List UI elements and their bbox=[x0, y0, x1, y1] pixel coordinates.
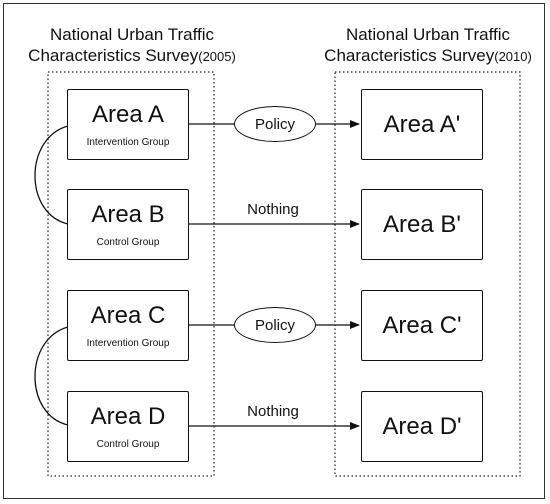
box-area-b: Area B Control Group bbox=[67, 189, 189, 260]
box-area-d-prime-name: Area D' bbox=[382, 412, 462, 440]
box-area-c-prime-name: Area C' bbox=[382, 311, 462, 339]
box-area-b-prime-name: Area B' bbox=[383, 210, 461, 238]
box-area-b-prime: Area B' bbox=[361, 189, 483, 260]
box-area-c-prime: Area C' bbox=[361, 290, 483, 361]
outer-frame bbox=[3, 3, 545, 499]
box-area-a-name: Area A bbox=[91, 100, 165, 128]
box-area-d-name: Area D bbox=[90, 402, 166, 430]
box-area-a-group: Intervention Group bbox=[86, 136, 170, 148]
left-group-title: National Urban Traffic Characteristics S… bbox=[18, 24, 246, 67]
box-area-c-name: Area C bbox=[90, 301, 166, 329]
right-title-line2: Characteristics Survey bbox=[324, 46, 495, 65]
left-group-container bbox=[47, 71, 215, 477]
right-title-line1: National Urban Traffic bbox=[345, 25, 511, 44]
policy-ellipse-c: Policy bbox=[234, 307, 316, 343]
box-area-a-prime-name: Area A' bbox=[383, 110, 461, 138]
box-area-b-name: Area B bbox=[91, 200, 165, 228]
pair-bracket-cd bbox=[34, 326, 69, 426]
box-area-c-group: Intervention Group bbox=[86, 337, 170, 349]
pair-bracket-ab bbox=[34, 125, 69, 225]
box-area-c: Area C Intervention Group bbox=[67, 290, 189, 361]
nothing-label-d: Nothing bbox=[247, 403, 299, 420]
box-area-a-prime: Area A' bbox=[361, 89, 483, 160]
nothing-label-b: Nothing bbox=[247, 201, 299, 218]
left-title-year: (2005) bbox=[198, 49, 236, 64]
box-area-a: Area A Intervention Group bbox=[67, 89, 189, 160]
right-title-year: (2010) bbox=[494, 49, 532, 64]
box-area-d-group: Control Group bbox=[96, 438, 160, 450]
right-group-title: National Urban Traffic Characteristics S… bbox=[312, 24, 544, 67]
left-title-line1: National Urban Traffic bbox=[49, 25, 215, 44]
left-title-line2: Characteristics Survey bbox=[28, 46, 199, 65]
right-group-container bbox=[334, 71, 521, 477]
policy-ellipse-a: Policy bbox=[234, 106, 316, 142]
box-area-d-prime: Area D' bbox=[361, 391, 483, 462]
box-area-d: Area D Control Group bbox=[67, 391, 189, 462]
box-area-b-group: Control Group bbox=[96, 236, 160, 248]
